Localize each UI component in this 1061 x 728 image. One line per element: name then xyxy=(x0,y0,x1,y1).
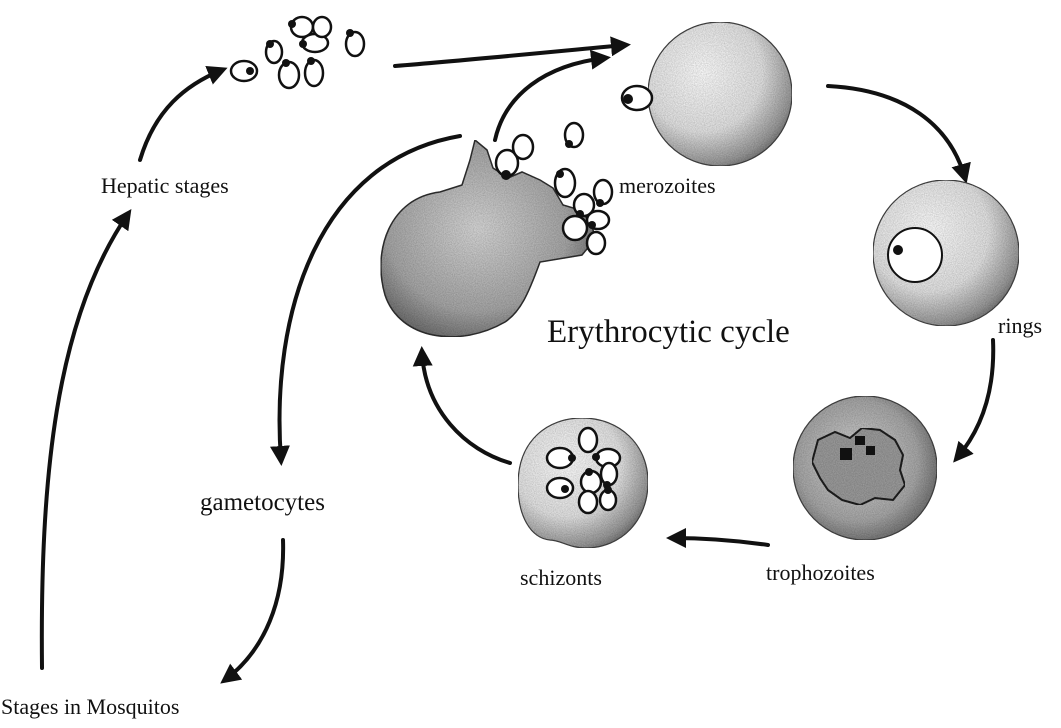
arrow-rings-to-trophozoites xyxy=(957,340,993,458)
cell-trophozoites xyxy=(793,396,937,540)
arrow-trophozoites-to-schizonts xyxy=(672,538,768,545)
hepatic-merozoites-cluster xyxy=(231,17,364,88)
label-gametocytes: gametocytes xyxy=(200,489,325,516)
arrow-liver-to-rbc xyxy=(395,45,625,66)
diagram-title: Erythrocytic cycle xyxy=(547,314,790,350)
label-hepatic-stages: Hepatic stages xyxy=(101,173,229,198)
label-schizonts: schizonts xyxy=(520,565,602,590)
arrow-hepatic-to-liver-merozoites xyxy=(140,70,222,160)
arrow-mosquito-to-hepatic xyxy=(42,214,128,668)
cell-merozoites xyxy=(622,22,792,166)
arrow-merozoites-to-rings xyxy=(828,86,965,178)
label-trophozoites: trophozoites xyxy=(766,560,875,585)
label-stages-in-mosquitos: Stages in Mosquitos xyxy=(1,694,179,719)
arrow-schizonts-to-rupture xyxy=(422,352,510,463)
label-rings: rings xyxy=(998,313,1042,338)
label-merozoites: merozoites xyxy=(619,173,716,198)
cell-schizonts xyxy=(518,418,648,548)
arrow-rupture-to-merozoite-cell xyxy=(495,58,605,140)
arrow-gametocytes-to-mosquito xyxy=(225,540,283,680)
cell-rings xyxy=(873,180,1019,326)
